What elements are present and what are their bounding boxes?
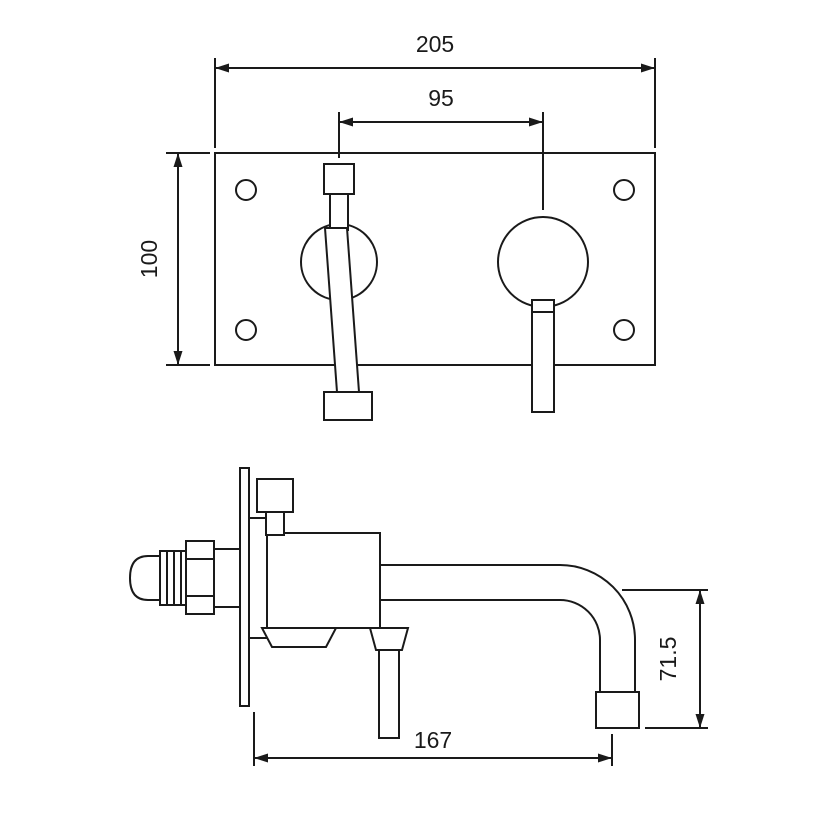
mounting-hole-top-right [613, 179, 635, 201]
handle-front [497, 216, 589, 413]
thread-lines [166, 551, 182, 605]
hex-nut [185, 540, 215, 615]
handle-lever [531, 299, 555, 413]
dim-label-spout-to-handle: 95 [428, 85, 454, 111]
spout-neck [329, 193, 349, 231]
dim-spout-to-handle: 95 [338, 85, 544, 210]
spout-tip [595, 691, 640, 729]
valve-body [266, 532, 381, 629]
side-view: 167 71.5 [128, 467, 708, 766]
inlet-assembly [128, 540, 241, 615]
wall-plate [214, 152, 656, 366]
lever-hub-profile [368, 627, 410, 651]
mounting-hole-bottom-right [613, 319, 635, 341]
spout-top-fixing [323, 163, 355, 195]
dim-label-spout-drop: 71.5 [655, 637, 681, 682]
wall-plate-profile [239, 467, 250, 707]
spout-outer-profile [380, 564, 636, 692]
top-fixing-stem-profile [265, 511, 285, 536]
dim-label-spout-reach: 167 [414, 727, 452, 753]
spout-inner-profile [380, 599, 601, 692]
dim-label-plate-height: 100 [136, 240, 162, 278]
front-view: 205 95 100 [136, 31, 656, 421]
handle-lever-profile [378, 649, 400, 739]
dim-spout-drop: 71.5 [622, 589, 708, 729]
body-step [213, 548, 241, 608]
top-fixing-profile [256, 478, 294, 513]
dim-spout-reach: 167 [253, 712, 613, 766]
body-underside-flange [260, 627, 338, 648]
dim-plate-width: 205 [214, 31, 656, 148]
mounting-hole-bottom-left [235, 319, 257, 341]
mounting-hole-top-left [235, 179, 257, 201]
dim-label-plate-width: 205 [416, 31, 454, 57]
spout-outlet [323, 391, 373, 421]
dim-plate-height: 100 [136, 152, 210, 366]
handle-escutcheon [497, 216, 589, 308]
spout-front [300, 163, 378, 421]
hex-flat-lines [186, 558, 214, 597]
supply-connector [128, 555, 161, 601]
